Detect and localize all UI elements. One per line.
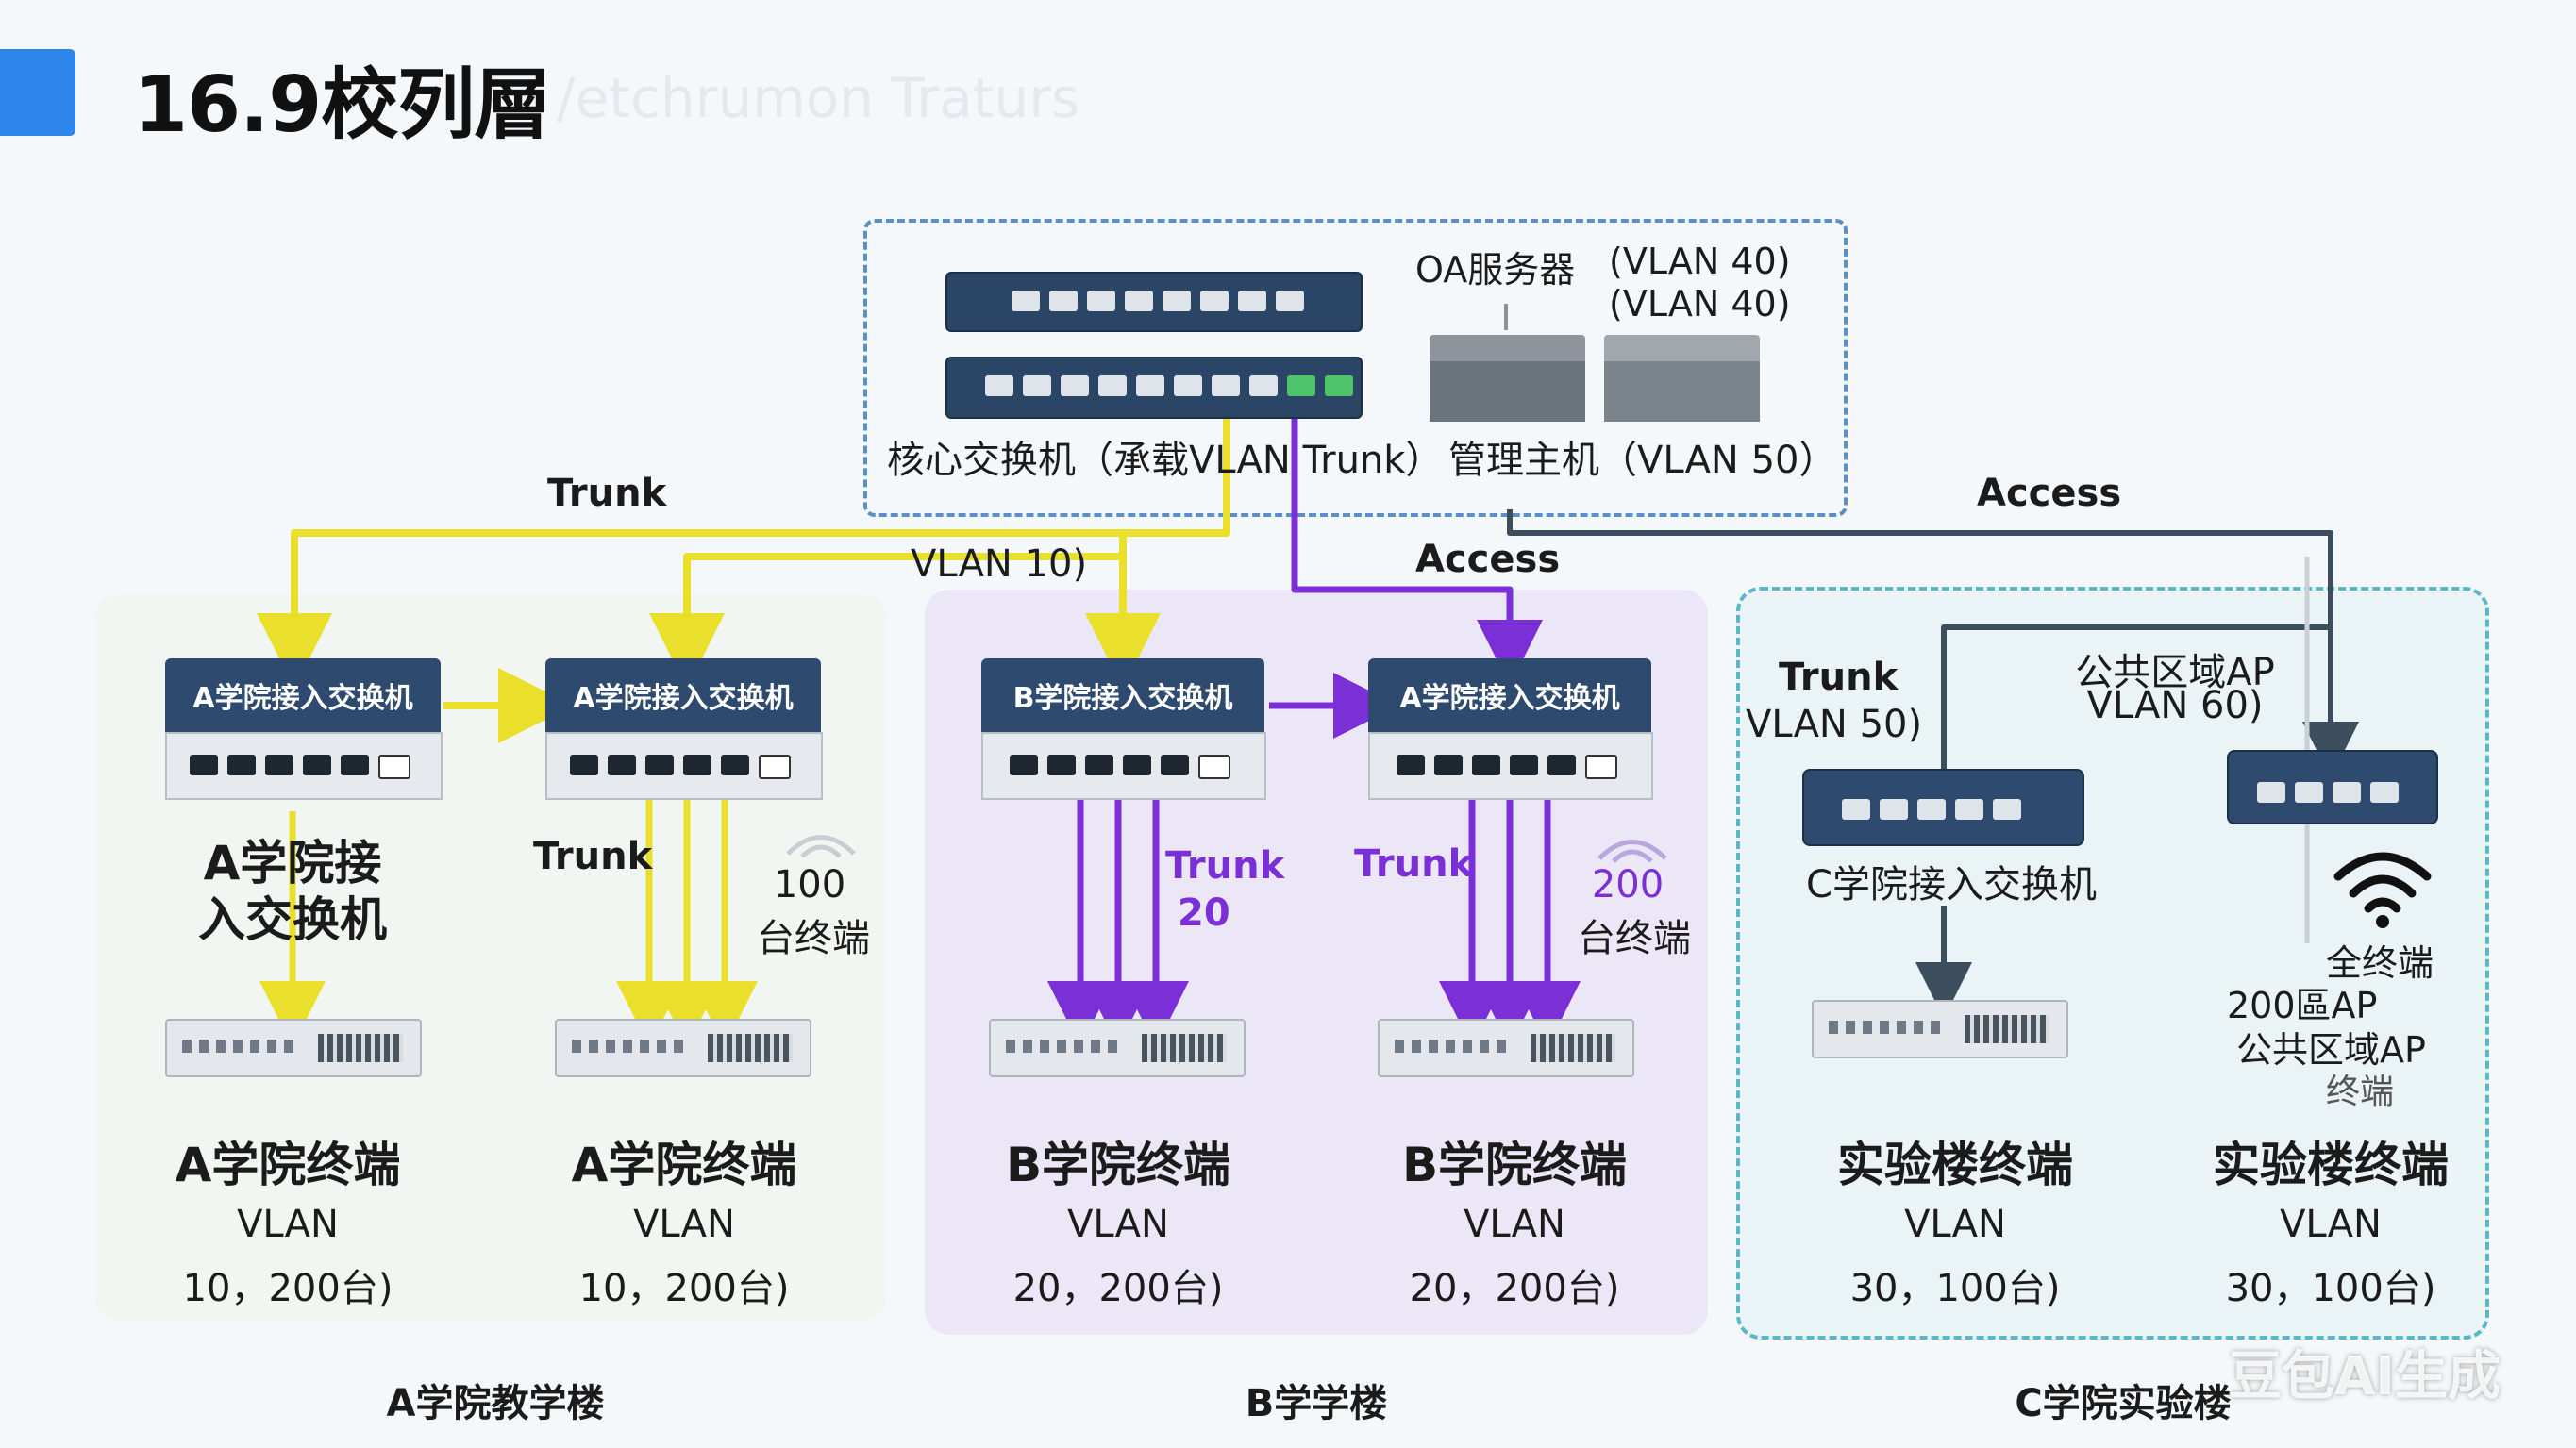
b-wifi-count: 200 bbox=[1591, 863, 1664, 907]
link-trunk-core-a1 bbox=[257, 387, 1230, 689]
c-wifi-text-4: 终端 bbox=[2326, 1073, 2395, 1111]
a-terminal-1-name: A学院终端 bbox=[175, 1138, 401, 1192]
b-wifi-unit: 台终端 bbox=[1578, 917, 1691, 960]
c-terminal-2-name: 实验楼终端 bbox=[2213, 1138, 2449, 1192]
b-terminal-2-name: B学院终端 bbox=[1401, 1138, 1628, 1192]
access-right-link-label: Access bbox=[1977, 472, 2122, 515]
a-wifi-icon bbox=[786, 835, 856, 858]
a-switch-1-header: A学院接入交换机 bbox=[165, 658, 441, 732]
oa-vlan-label-1: (VLAN 40) bbox=[1609, 241, 1791, 282]
b-switch-2-body bbox=[1368, 732, 1653, 800]
c-terminal-1-name: 实验楼终端 bbox=[1837, 1138, 2073, 1192]
b-trunk-1-number: 20 bbox=[1178, 891, 1230, 935]
c-trunk-label: Trunk bbox=[1779, 656, 1899, 699]
c-wifi-icon bbox=[2333, 852, 2432, 928]
b-terminal-device-2 bbox=[1378, 1019, 1634, 1077]
b-terminal-2-vlan: VLAN bbox=[1464, 1203, 1565, 1246]
a-terminal-device-2 bbox=[555, 1019, 811, 1077]
a-switch-2-header: A学院接入交换机 bbox=[545, 658, 821, 732]
b-terminal-1-detail: 20，200台) bbox=[1012, 1267, 1224, 1310]
a-terminal-1-detail: 10，200台) bbox=[182, 1267, 393, 1310]
c-wifi-text-3: 公共区域AP bbox=[2236, 1029, 2426, 1071]
link-vlan10-core-a2 bbox=[649, 529, 1227, 689]
b-trunk-1-label: Trunk bbox=[1165, 844, 1285, 888]
c-wifi-text-2: 200區AP bbox=[2227, 985, 2378, 1026]
a-switch-1-body bbox=[165, 732, 443, 800]
core-switch-bottom bbox=[945, 357, 1363, 419]
watermark: 豆包AI生成 bbox=[2228, 1346, 2501, 1407]
title-accent-bar bbox=[0, 49, 75, 136]
link-access-c-switch bbox=[1941, 624, 2331, 769]
oa-vlan-label-2: (VLAN 40) bbox=[1609, 283, 1791, 325]
core-area-box bbox=[863, 219, 1848, 517]
b-trunk-2-label: Trunk bbox=[1354, 842, 1474, 886]
c-ap-switch bbox=[2227, 750, 2438, 824]
c-terminal-1-detail: 30，100台) bbox=[1849, 1267, 2061, 1310]
a-switch-caption-1: A学院接 bbox=[203, 836, 382, 890]
c-wifi-text-1: 全终端 bbox=[2326, 942, 2434, 984]
b-terminal-1-name: B学院终端 bbox=[1005, 1138, 1231, 1192]
page-subtitle: /etchrumon Traturs bbox=[557, 66, 1080, 130]
b-switch-1-body bbox=[981, 732, 1266, 800]
page-title: 16.9校列層 bbox=[134, 60, 551, 150]
b-terminal-device-1 bbox=[989, 1019, 1246, 1077]
a-terminal-device-1 bbox=[165, 1019, 422, 1077]
link-access-core-c bbox=[1507, 509, 2359, 778]
b-building-name: B学学楼 bbox=[1245, 1382, 1388, 1425]
management-host-label: 管理主机（VLAN 50） bbox=[1448, 439, 1837, 482]
c-ap-label-2: VLAN 60) bbox=[2086, 684, 2264, 727]
b-wifi-icon bbox=[1597, 840, 1667, 863]
c-switch-label: C学院接入交换机 bbox=[1806, 863, 2097, 907]
a-terminal-2-name: A学院终端 bbox=[571, 1138, 797, 1192]
core-switch-label: 核心交换机（承载VLAN Trunk） bbox=[887, 439, 1444, 482]
vlan10-link-label: VLAN 10) bbox=[911, 542, 1088, 586]
c-terminal-2-vlan: VLAN bbox=[2280, 1203, 2382, 1246]
b-terminal-2-detail: 20，200台) bbox=[1409, 1267, 1620, 1310]
a-trunk-label: Trunk bbox=[533, 835, 653, 878]
c-building-name: C学院实验楼 bbox=[2015, 1382, 2232, 1425]
management-host-icon bbox=[1430, 335, 1585, 422]
b-terminal-1-vlan: VLAN bbox=[1067, 1203, 1169, 1246]
c-terminal-device-1 bbox=[1812, 1000, 2068, 1058]
link-access-core-b2 bbox=[1291, 377, 1543, 686]
region-c-building bbox=[1736, 587, 2489, 1340]
a-terminal-2-detail: 10，200台) bbox=[578, 1267, 790, 1310]
a-terminal-1-vlan: VLAN bbox=[237, 1203, 339, 1246]
c-ap-label-1: 公共区域AP bbox=[2075, 651, 2275, 694]
a-switch-2-body bbox=[545, 732, 823, 800]
b-switch-1-header: B学院接入交换机 bbox=[981, 658, 1264, 732]
access-mid-link-label: Access bbox=[1415, 538, 1561, 581]
a-terminal-2-vlan: VLAN bbox=[633, 1203, 735, 1246]
a-switch-caption-2: 入交换机 bbox=[198, 892, 387, 947]
trunk-link-label: Trunk bbox=[547, 472, 667, 515]
oa-server-label: OA服务器 bbox=[1415, 249, 1576, 291]
a-wifi-unit: 台终端 bbox=[757, 917, 870, 960]
a-building-name: A学院教学楼 bbox=[386, 1382, 605, 1425]
c-terminal-2-detail: 30，100台) bbox=[2225, 1267, 2436, 1310]
b-switch-2-header: A学院接入交换机 bbox=[1368, 658, 1651, 732]
c-terminal-1-vlan: VLAN bbox=[1904, 1203, 2006, 1246]
link-trunk-core-b1 bbox=[1085, 387, 1230, 689]
c-access-switch bbox=[1802, 769, 2084, 846]
c-trunk-vlan-label: VLAN 50) bbox=[1746, 703, 1923, 746]
core-switch-top bbox=[945, 272, 1363, 332]
a-wifi-count: 100 bbox=[773, 863, 846, 907]
oa-server-icon bbox=[1604, 335, 1760, 422]
